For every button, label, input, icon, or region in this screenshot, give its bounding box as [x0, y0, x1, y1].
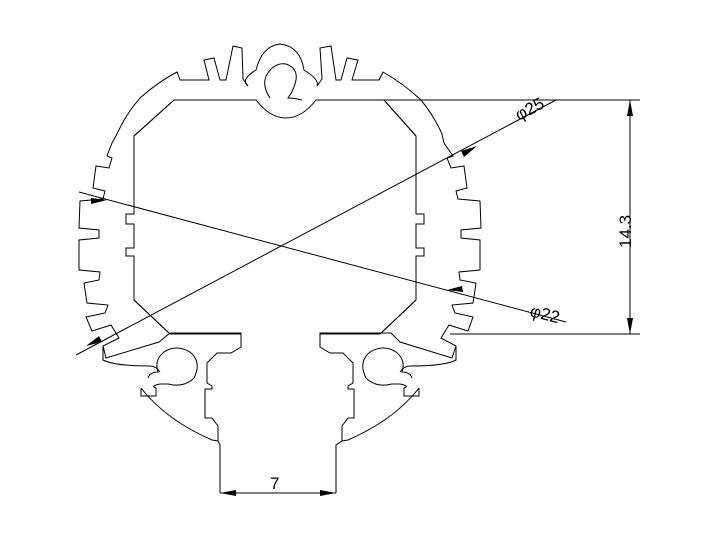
arrow-d25-end [461, 146, 477, 157]
lower-right-screw-slot [362, 347, 420, 397]
dimension-diameter-25: φ25 [75, 94, 557, 356]
dim-line-d22 [78, 191, 567, 323]
label-diameter-25: φ25 [512, 94, 547, 125]
dimension-diameter-22: φ22 [78, 191, 567, 327]
lower-left-screw-slot [140, 347, 198, 397]
inner-chamfer-br [379, 299, 417, 335]
arrow-width-right [320, 490, 336, 496]
outer-shell-left [78, 45, 249, 493]
arrow-d25-start [86, 336, 102, 346]
dim-line-d25 [75, 99, 557, 356]
inner-chamfer-tr [383, 99, 417, 137]
outer-shell-right [316, 45, 482, 493]
arrow-d22-end [447, 286, 463, 292]
lower-arc-left [140, 387, 219, 442]
profile-outline [78, 43, 482, 493]
label-base-width: 7 [270, 474, 279, 493]
arrow-height-bottom [627, 318, 633, 334]
label-diameter-22: φ22 [528, 301, 562, 327]
arrow-width-left [220, 490, 236, 496]
dimension-height: 14.3 [384, 99, 640, 335]
lower-arc-right-tip [399, 346, 457, 373]
arrow-d22-start [91, 198, 107, 204]
label-height: 14.3 [616, 215, 635, 248]
inner-cavity [125, 99, 425, 335]
dimension-base-width: 7 [220, 474, 336, 496]
lower-arc-right [341, 387, 420, 442]
top-clip-inner [264, 63, 303, 101]
top-clip-slot [244, 43, 318, 87]
inner-chamfer-tl [133, 99, 175, 137]
arrow-height-top [627, 100, 633, 116]
inner-chamfer-bl [133, 299, 171, 335]
inner-cavity-outline [125, 99, 425, 335]
